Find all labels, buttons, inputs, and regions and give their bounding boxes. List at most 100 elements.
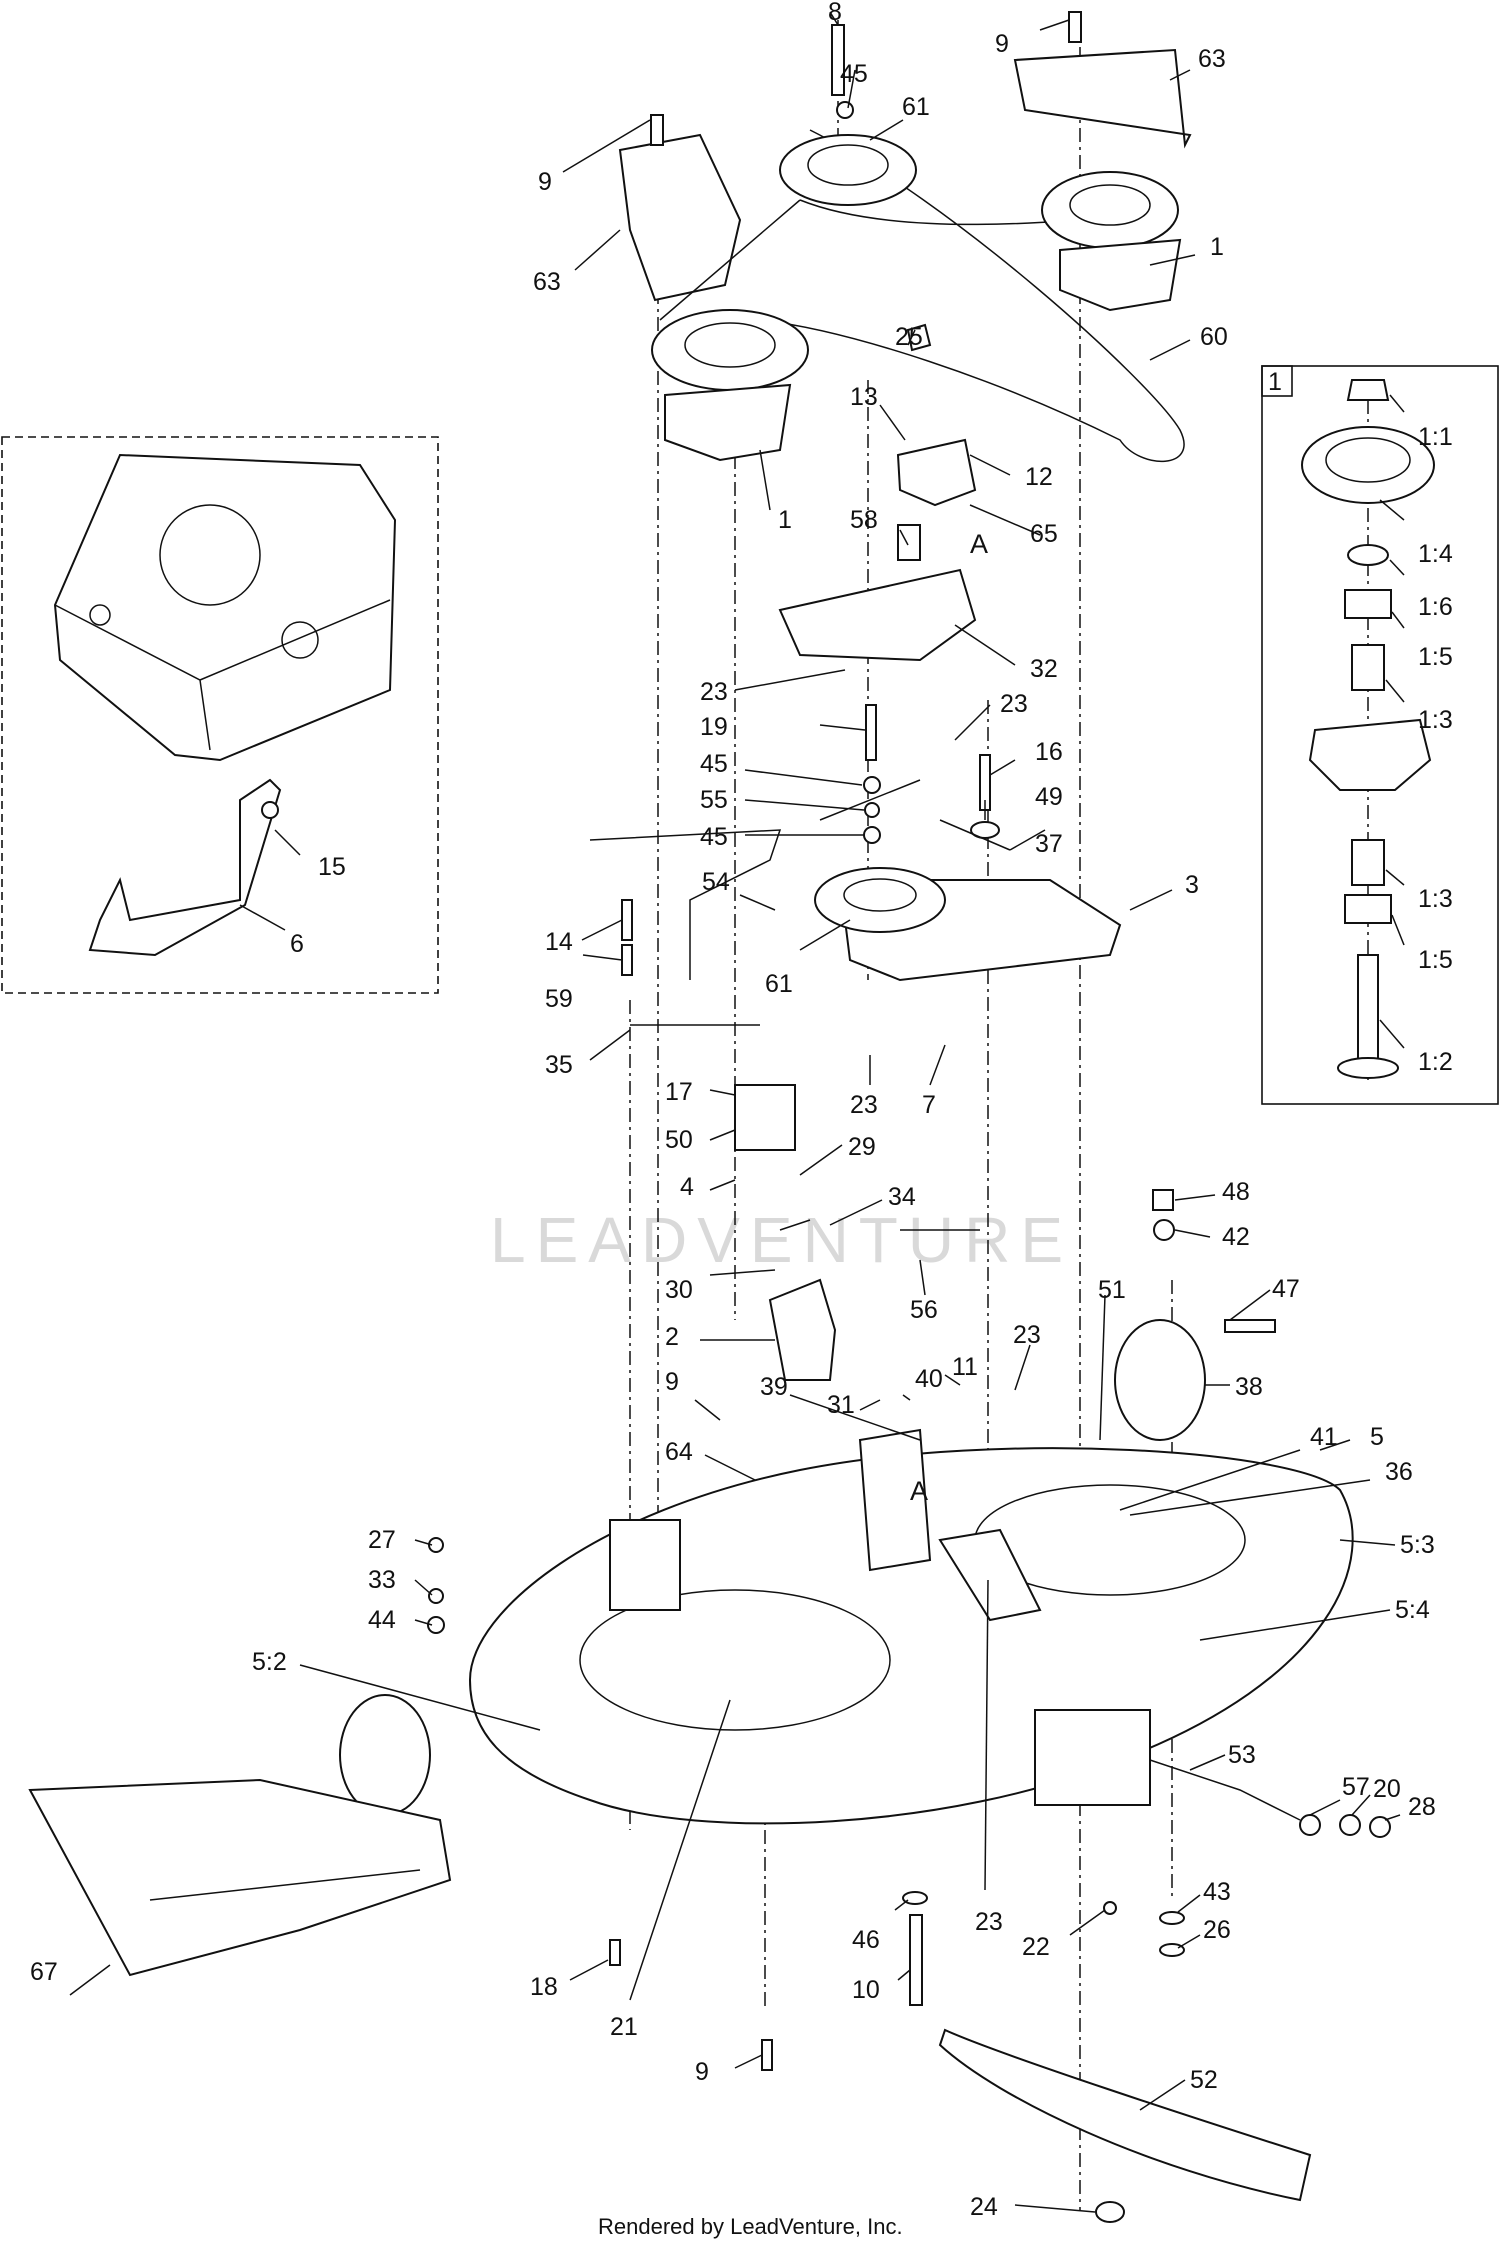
label-12: 12 xyxy=(1025,463,1053,491)
inset-number: 1 xyxy=(1268,368,1282,396)
label-56: 56 xyxy=(910,1296,938,1324)
label-6: 6 xyxy=(290,930,304,958)
label-13: 13 xyxy=(850,383,878,411)
gauge-wheel-left xyxy=(339,1694,431,1816)
label-27: 27 xyxy=(368,1526,396,1554)
spindle-inset-box xyxy=(1261,365,1499,1105)
spindle-washer-upper xyxy=(1344,589,1392,619)
label-19: 19 xyxy=(700,713,728,741)
frame-inset-box xyxy=(1,436,439,994)
label-50: 50 xyxy=(665,1126,693,1154)
nut-25 xyxy=(906,323,932,352)
label-42: 42 xyxy=(1222,1223,1250,1251)
watermark-text: LEADVENTURE xyxy=(490,1204,1073,1276)
label-39: 39 xyxy=(760,1373,788,1401)
bracket-2 xyxy=(768,1278,837,1381)
label-61: 61 xyxy=(765,970,793,998)
label-25: 25 xyxy=(895,323,923,351)
label-9: 9 xyxy=(695,2058,709,2086)
washer-57 xyxy=(1299,1814,1321,1836)
label-1-6: 1:6 xyxy=(1418,593,1453,621)
bolt-9-bottom xyxy=(761,2039,773,2071)
nut-26 xyxy=(1159,1943,1185,1957)
washer-44 xyxy=(427,1616,445,1634)
label-26: 26 xyxy=(1203,1916,1231,1944)
label-29: 29 xyxy=(848,1133,876,1161)
nut-20 xyxy=(1339,1814,1361,1836)
mower-deck xyxy=(339,1189,1391,1838)
tractor-frame-plate xyxy=(53,453,397,762)
footer-credit: Rendered by LeadVenture, Inc. xyxy=(598,2214,903,2239)
label-46: 46 xyxy=(852,1926,880,1954)
rod-53 xyxy=(1149,1759,1301,1821)
idler-arm-assembly xyxy=(589,323,1122,1381)
leader-lines xyxy=(69,11,1405,2213)
discharge-chute xyxy=(28,1778,452,1977)
label-2: 2 xyxy=(665,1323,679,1351)
label-35: 35 xyxy=(545,1051,573,1079)
label-10: 10 xyxy=(852,1976,880,2004)
label-1-2: 1:2 xyxy=(1418,1048,1453,1076)
label-9: 9 xyxy=(995,30,1009,58)
label-23: 23 xyxy=(975,1908,1003,1936)
frame-inset xyxy=(1,436,439,994)
spindle-nut xyxy=(1346,379,1390,401)
rear-bracket xyxy=(1034,1709,1151,1806)
label-9: 9 xyxy=(665,1368,679,1396)
label-58: 58 xyxy=(850,506,878,534)
bracket-4 xyxy=(734,1084,796,1151)
label-18: 18 xyxy=(530,1973,558,2001)
nut-27 xyxy=(428,1537,444,1553)
spindle-housing xyxy=(1308,718,1432,791)
label-23: 23 xyxy=(850,1091,878,1119)
frame-bolt xyxy=(261,801,279,819)
bolt-48 xyxy=(1152,1189,1174,1211)
label-1-5: 1:5 xyxy=(1418,946,1453,974)
label-65: 65 xyxy=(1030,520,1058,548)
chute-67 xyxy=(28,1778,452,1977)
label-5-3: 5:3 xyxy=(1400,1531,1435,1559)
washer-45-mid xyxy=(863,776,881,794)
drive-assembly xyxy=(618,11,1192,462)
label-48: 48 xyxy=(1222,1178,1250,1206)
label-33: 33 xyxy=(368,1566,396,1594)
label-5: 5 xyxy=(1370,1423,1384,1451)
washer-42 xyxy=(1153,1219,1175,1241)
part-labels: 8 9 63 45 61 9 63 1 60 25 13 12 1 58 65 … xyxy=(30,0,1453,2221)
label-63: 63 xyxy=(1198,45,1226,73)
label-1-1: 1:1 xyxy=(1418,423,1453,451)
label-67: 67 xyxy=(30,1958,58,1986)
label-63: 63 xyxy=(533,268,561,296)
bolt-19 xyxy=(865,704,877,761)
label-64: 64 xyxy=(665,1438,693,1466)
label-34: 34 xyxy=(888,1183,916,1211)
label-23: 23 xyxy=(1013,1321,1041,1349)
lift-rod xyxy=(88,778,282,957)
label-23: 23 xyxy=(1000,690,1028,718)
washer-45-low xyxy=(863,826,881,844)
spring-34 xyxy=(779,1219,980,1231)
label-14: 14 xyxy=(545,928,573,956)
washer-33 xyxy=(428,1588,444,1604)
label-40: 40 xyxy=(915,1365,943,1393)
idler-pulley-top xyxy=(779,134,917,206)
washer-45-top xyxy=(836,101,854,119)
belt-cover-right xyxy=(1013,48,1192,149)
label-5-4: 5:4 xyxy=(1395,1596,1430,1624)
label-31: 31 xyxy=(827,1391,855,1419)
label-45: 45 xyxy=(840,60,868,88)
bolt-10 xyxy=(909,1914,923,2006)
washer-43 xyxy=(1159,1911,1185,1925)
bolt-9-left xyxy=(650,114,664,146)
label-41: 41 xyxy=(1310,1423,1338,1451)
spindle-spacer-upper xyxy=(1347,544,1389,566)
rod-54 xyxy=(589,779,921,980)
spindle-bearing-upper xyxy=(1351,644,1385,691)
label-54: 54 xyxy=(702,868,730,896)
bolt-18 xyxy=(609,1939,621,1966)
bracket-65 xyxy=(896,438,977,507)
spacer-59 xyxy=(621,944,633,976)
label-23: 23 xyxy=(700,678,728,706)
nut-24 xyxy=(1095,2201,1125,2223)
